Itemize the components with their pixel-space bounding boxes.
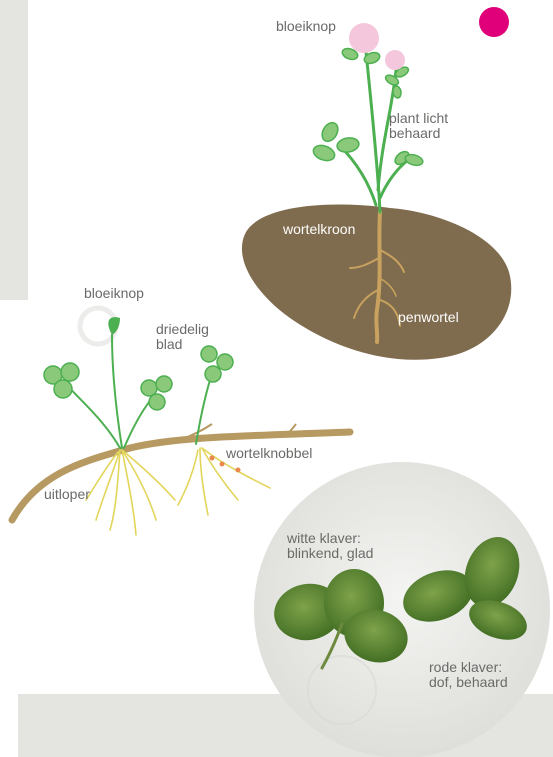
label-runner: uitloper: [44, 487, 90, 502]
red-clover-plant: [242, 23, 511, 360]
fibrous-roots: [86, 448, 270, 535]
magenta-dot: [479, 7, 509, 37]
label-white-flower-bud: bloeiknop: [84, 286, 144, 301]
label-crown: wortelkroon: [283, 222, 355, 237]
label-leaf: driedelig blad: [156, 322, 209, 352]
label-taproot: penwortel: [398, 310, 459, 325]
label-hairy: plant licht behaard: [389, 111, 448, 141]
red-clover-flowers: [349, 23, 405, 70]
label-nodule: wortelknobbel: [226, 446, 312, 461]
label-red-flower-bud: bloeiknop: [276, 19, 336, 34]
label-white-clover-leaf: witte klaver: blinkend, glad: [287, 531, 373, 561]
leaf-photo: [254, 462, 550, 757]
label-red-clover-leaf: rode klaver: dof, behaard: [429, 660, 508, 690]
